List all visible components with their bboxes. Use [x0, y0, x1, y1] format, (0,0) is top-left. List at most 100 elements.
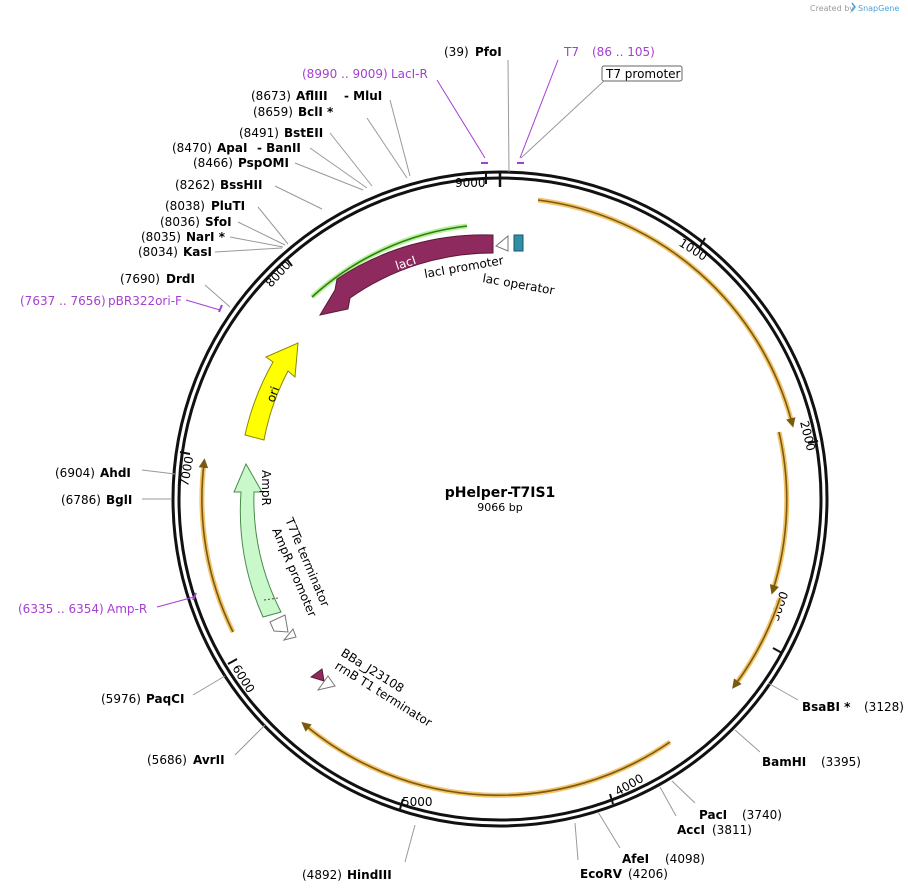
mlui-name: - MluI [344, 89, 382, 103]
hindiii-pos: (4892) [302, 868, 342, 882]
ampr-arrow[interactable] [233, 462, 282, 618]
kasi-callout [214, 247, 283, 253]
bamhi-name: BamHI [762, 755, 806, 769]
kasi-name: KasI [183, 245, 212, 259]
bamhi-pos: (3395) [821, 755, 861, 769]
lac-operator-box[interactable] [513, 234, 524, 252]
pbr322ori-primer-mark [218, 304, 223, 313]
nari-name: NarI * [186, 230, 226, 244]
snapgene-credit: Created by SnapGene [810, 2, 899, 13]
sfoi-callout [237, 221, 286, 246]
afliii-callout [389, 99, 411, 177]
tick-label-5000: 5000 [402, 795, 433, 809]
t7-callout [519, 59, 559, 159]
bsabi-callout [767, 682, 799, 701]
paci-pos: (3740) [742, 808, 782, 822]
avrii-name: AvrII [193, 753, 225, 767]
snapgene-logo-icon [851, 2, 856, 12]
laci-r-name: LacI-R [391, 67, 428, 81]
pspomi-pos: (8466) [193, 156, 233, 170]
laci-r-callout [436, 79, 486, 159]
sfoi-pos: (8036) [160, 215, 200, 229]
ampr-label: AmpR [259, 470, 273, 506]
bgli-pos: (6786) [61, 493, 101, 507]
right-site-labels: (4892) HindIII EcoRV (4206) AfeI (4098) … [302, 700, 904, 882]
rrnb-terminator-arrow[interactable] [316, 675, 336, 691]
paci-callout [671, 780, 696, 804]
tick-1000 [699, 237, 706, 248]
plasmid-size: 9066 bp [477, 501, 522, 514]
ampr-promoter-arrow[interactable] [269, 614, 289, 633]
top-labels: (39) PfoI T7 (86 .. 105) T7 promoter (89… [302, 45, 683, 82]
ecorv-callout [574, 822, 579, 861]
pfoi-name: PfoI [475, 45, 502, 59]
tick-3000 [772, 647, 783, 654]
bsteii-pos: (8491) [239, 126, 279, 140]
pbr322ori-range: (7637 .. 7656) [20, 294, 106, 308]
pbr322ori-callout [185, 299, 221, 311]
drdi-name: DrdI [166, 272, 195, 286]
t7-primer-name: T7 [563, 45, 579, 59]
amp-r-range: (6335 .. 6354) [18, 602, 104, 616]
bsteii-name: BstEII [284, 126, 323, 140]
bsteii-callout [329, 132, 373, 187]
bsabi-pos: (3128) [864, 700, 904, 714]
afliii-name: AflIII [296, 89, 328, 103]
acci-pos: (3811) [712, 823, 752, 837]
ori-arrow[interactable] [244, 342, 299, 441]
orf-arcs [198, 197, 796, 798]
ori-feature[interactable]: ori [244, 342, 299, 441]
ahdi-pos: (6904) [55, 466, 95, 480]
pbr322ori-name: pBR322ori-F [108, 294, 182, 308]
bba-j23108-arrow[interactable] [309, 668, 325, 682]
orf-arc-2 [769, 431, 788, 595]
apai-name: ApaI [217, 141, 247, 155]
amp-r-name: Amp-R [107, 602, 147, 616]
bgli-name: BglI [106, 493, 132, 507]
nari-pos: (8035) [141, 230, 181, 244]
acci-name: AccI [677, 823, 705, 837]
avrii-callout [234, 724, 266, 756]
t7te-terminator-arrow[interactable] [282, 628, 297, 641]
tick-5000 [399, 798, 404, 810]
laci-label: lacI [394, 253, 418, 273]
bsshii-pos: (8262) [175, 178, 215, 192]
tick-7000 [179, 451, 191, 455]
laci-promoter-arrow[interactable] [495, 234, 509, 252]
laci-arrow[interactable] [318, 234, 494, 316]
pfoi-pos: (39) [444, 45, 469, 59]
ahdi-name: AhdI [100, 466, 131, 480]
t7-promoter-label: T7 promoter [605, 67, 681, 81]
laci-feature[interactable]: lacI [310, 223, 494, 316]
pspomi-callout [294, 162, 364, 191]
pluti-pos: (8038) [165, 199, 205, 213]
acci-callout [659, 786, 677, 817]
avrii-pos: (5686) [147, 753, 187, 767]
apai-callout [309, 147, 368, 189]
orf-arc-1-glow [537, 197, 795, 424]
bamhi-callout [734, 729, 761, 753]
orf-arc-1 [537, 199, 796, 428]
orf-arc-4 [301, 721, 671, 797]
ampr-feature[interactable]: AmpR [233, 462, 282, 618]
paqci-name: PaqCI [146, 692, 184, 706]
callout-lines [141, 59, 799, 863]
afei-name: AfeI [622, 852, 649, 866]
primer-marks [192, 162, 524, 601]
laci-orf-line [311, 225, 468, 298]
orf-arc-5 [198, 458, 234, 633]
drdi-callout [204, 284, 231, 308]
left-site-labels: (8673) AflIII - MluI (8659) BclI * (8491… [18, 89, 382, 767]
created-by-text: Created by [810, 4, 854, 13]
pluti-name: PluTI [211, 199, 245, 213]
afei-pos: (4098) [665, 852, 705, 866]
tick-2000 [807, 440, 819, 444]
tick-label-9000: 9000 [455, 176, 486, 190]
apai-pos: (8470) [172, 141, 212, 155]
bsabi-name: BsaBI * [802, 700, 851, 714]
ori-label: ori [264, 385, 282, 404]
tick-4000 [609, 793, 614, 805]
banii-name: - BanII [257, 141, 301, 155]
hindiii-callout [404, 824, 416, 863]
bsshii-name: BssHII [220, 178, 262, 192]
